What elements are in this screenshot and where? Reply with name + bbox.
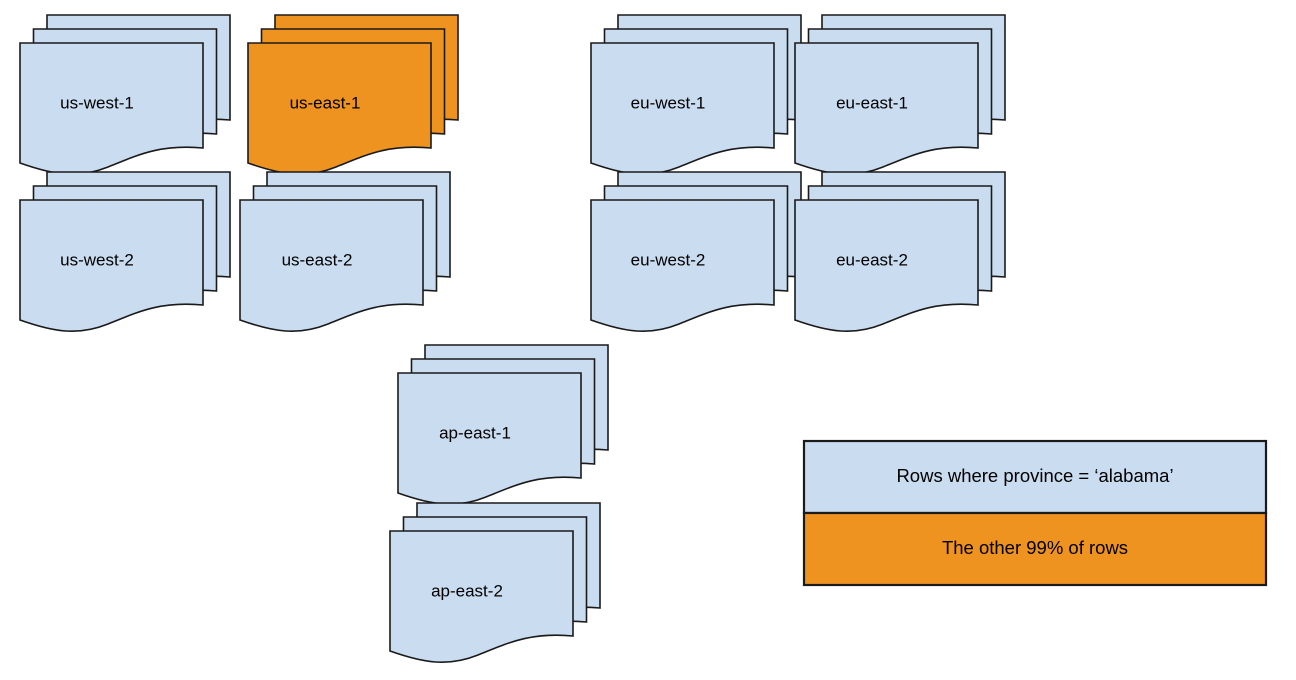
stack-label-eu-west-2: eu-west-2 [631,250,706,269]
stack-label-eu-east-1: eu-east-1 [836,93,908,112]
document-stack-ap-east-1[interactable]: ap-east-1 [397,344,609,506]
legend-swatch-orange [802,511,1268,587]
legend-row-legend-orange: The other 99% of rows [802,511,1268,587]
stack-label-ap-east-1: ap-east-1 [439,423,511,442]
document-stack-ap-east-2[interactable]: ap-east-2 [389,502,601,664]
stack-label-us-west-2: us-west-2 [60,250,134,269]
stack-label-eu-east-2: eu-east-2 [836,250,908,269]
stack-label-us-west-1: us-west-1 [60,93,134,112]
legend-row-legend-blue: Rows where province = ‘alabama’ [802,439,1268,515]
document-stack-us-east-2[interactable]: us-east-2 [239,171,451,333]
document-stack-us-west-2[interactable]: us-west-2 [19,171,231,333]
region-stacks-group: us-west-1 us-east-1 eu-west-1 eu-east-1 us-w… [19,14,1006,664]
stack-label-ap-east-2: ap-east-2 [431,581,503,600]
legend-label-legend-blue: Rows where province = ‘alabama’ [896,465,1173,486]
document-stack-eu-west-2[interactable]: eu-west-2 [590,171,802,333]
legend-group: Rows where province = ‘alabama’ The other… [802,439,1268,587]
legend-label-legend-orange: The other 99% of rows [942,537,1128,558]
stack-label-us-east-2: us-east-2 [282,250,353,269]
document-stack-eu-east-1[interactable]: eu-east-1 [794,14,1006,176]
document-stack-us-east-1[interactable]: us-east-1 [247,14,459,176]
stack-label-us-east-1: us-east-1 [290,93,361,112]
stack-label-eu-west-1: eu-west-1 [631,93,706,112]
document-stack-eu-east-2[interactable]: eu-east-2 [794,171,1006,333]
document-stack-us-west-1[interactable]: us-west-1 [19,14,231,176]
document-stack-eu-west-1[interactable]: eu-west-1 [590,14,802,176]
legend-swatch-blue [802,439,1268,515]
